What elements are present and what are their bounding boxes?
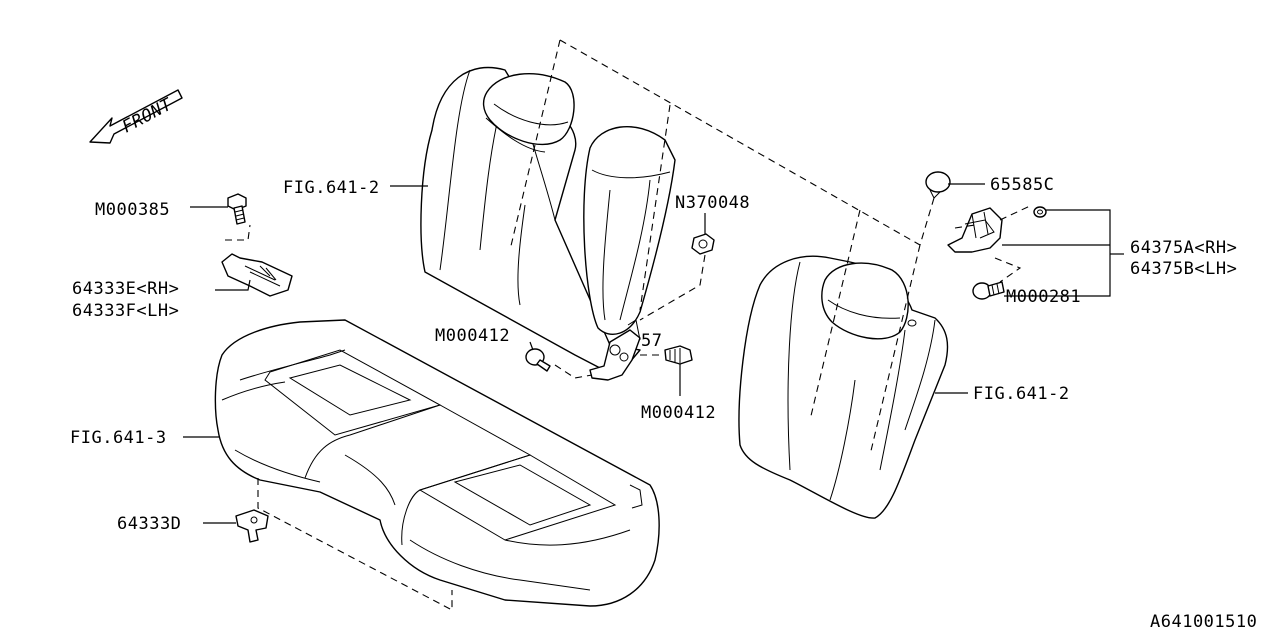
label-64333f: 64333F<LH> <box>72 301 179 321</box>
label-64333e: 64333E<RH> <box>72 279 179 299</box>
left-seatback <box>420 66 676 369</box>
label-m000412-left: M000412 <box>435 326 510 346</box>
clip-64333d-icon <box>235 509 269 543</box>
front-arrow-icon <box>89 89 183 144</box>
bracket-64333-icon <box>221 253 293 297</box>
bolt-m000412-left-icon <box>525 348 551 372</box>
label-m000281: M000281 <box>1006 287 1081 307</box>
label-fig641-3: FIG.641-3 <box>70 428 167 448</box>
label-57: 57 <box>641 331 662 351</box>
bolt-m000281-icon <box>972 281 1005 300</box>
cap-65585c-icon <box>925 171 951 199</box>
seat-cushion <box>214 319 660 607</box>
bracket-64375-icon <box>947 207 1003 253</box>
label-64375a: 64375A<RH> <box>1130 238 1237 258</box>
front-label: FRONT <box>119 94 177 137</box>
label-m000412-right: M000412 <box>641 403 716 423</box>
bolt-m000412-right-icon <box>664 345 693 365</box>
label-65585c: 65585C <box>990 175 1054 195</box>
drawing-number: A641001510 <box>1150 612 1257 632</box>
label-64375b: 64375B<LH> <box>1130 259 1237 279</box>
seat-hinge-bracket <box>589 319 641 381</box>
label-m000385: M000385 <box>95 200 170 220</box>
label-n370048: N370048 <box>675 193 750 213</box>
label-fig641-2-left: FIG.641-2 <box>283 178 380 198</box>
nut-n370048-icon <box>691 233 715 255</box>
right-seatback <box>738 255 949 519</box>
label-64333d: 64333D <box>117 514 181 534</box>
clip-64375-icon <box>1033 206 1047 218</box>
bolt-m000385-icon <box>227 193 247 225</box>
label-fig641-2-right: FIG.641-2 <box>973 384 1070 404</box>
